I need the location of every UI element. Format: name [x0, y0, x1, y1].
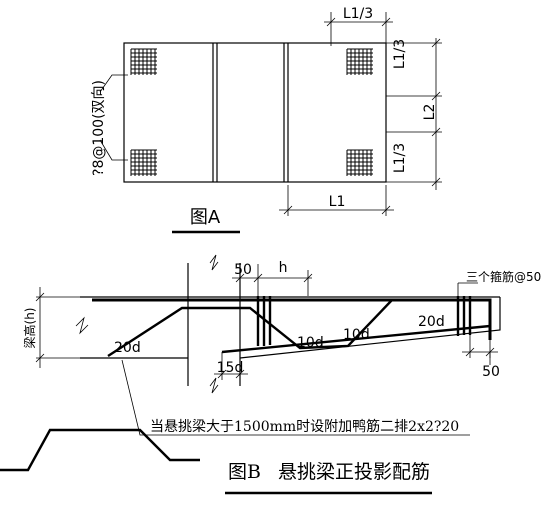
beam-bottom-taper	[239, 297, 501, 359]
dim-right-bot-label: L1/3	[392, 143, 408, 173]
dim-tick	[381, 205, 391, 215]
dim-top-label: L1/3	[343, 6, 373, 22]
figure-a-title: 图A	[190, 207, 221, 228]
dim-tick	[253, 273, 263, 283]
beam-height-label: 梁高(h)	[22, 308, 37, 349]
lap-10d-1: 10d	[297, 335, 324, 351]
dim-right-top-label: L1/3	[392, 39, 408, 69]
dim-tick	[217, 369, 227, 379]
rebar-mesh-bottom-right	[346, 149, 373, 176]
break-symbol	[209, 254, 219, 271]
dim-tick	[35, 292, 45, 302]
rebar-mesh-top-right	[346, 48, 373, 75]
rebar-leader	[99, 139, 128, 161]
figure-b-title-text: 悬挑梁正投影配筋	[278, 461, 430, 483]
stirrups-end	[456, 296, 472, 336]
rebar-label: ?8@100(双向)	[91, 80, 107, 176]
duck-rebar-note: 当悬挑梁大于1500mm时设附加鸭筋二排2x2?20	[150, 418, 459, 435]
dim-tick	[235, 369, 245, 379]
break-symbol	[209, 377, 219, 394]
dim-tick	[381, 17, 391, 27]
rebar-mesh-bottom-left	[130, 149, 157, 176]
break-symbol	[75, 316, 89, 335]
dim-50-top-label: 50	[234, 262, 252, 278]
dim-tick	[465, 347, 475, 357]
figure-a: ?8@100(双向) L1/3 L1/3 L2 L1/3 L1 图A	[91, 6, 442, 234]
note-leader	[121, 359, 470, 436]
dim-tick	[326, 17, 336, 27]
lap-20d-left: 20d	[114, 340, 141, 356]
figure-b: 50 h 三个箍筋@50 梁高(h) 20d 20d 10d 10d 15d 5…	[0, 254, 541, 495]
stirrup-note: 三个箍筋@50	[466, 269, 541, 284]
dim-15d-label: 15d	[217, 360, 244, 376]
dim-bottom-label: L1	[329, 194, 346, 210]
dim-tick	[35, 353, 45, 363]
dim-tick	[431, 177, 441, 187]
rebar-leader	[99, 74, 128, 93]
dim-tick	[431, 127, 441, 137]
bent-up-rebar	[107, 298, 462, 358]
rebar-mesh-top-left	[130, 48, 157, 75]
dim-h-label: h	[279, 260, 288, 276]
slab-outline	[123, 42, 387, 183]
lap-10d-2: 10d	[343, 327, 370, 343]
lap-20d-right: 20d	[418, 314, 445, 330]
stirrups-support	[256, 296, 272, 346]
figure-b-title-letter: 图B	[228, 461, 261, 483]
duck-rebar-sketch	[0, 428, 200, 472]
dim-tick	[431, 38, 441, 48]
dim-tick	[431, 91, 441, 101]
dim-50-bottom-label: 50	[482, 364, 500, 380]
dim-tick	[283, 205, 293, 215]
dim-tick	[235, 273, 245, 283]
dim-right-mid-label: L2	[422, 104, 438, 121]
